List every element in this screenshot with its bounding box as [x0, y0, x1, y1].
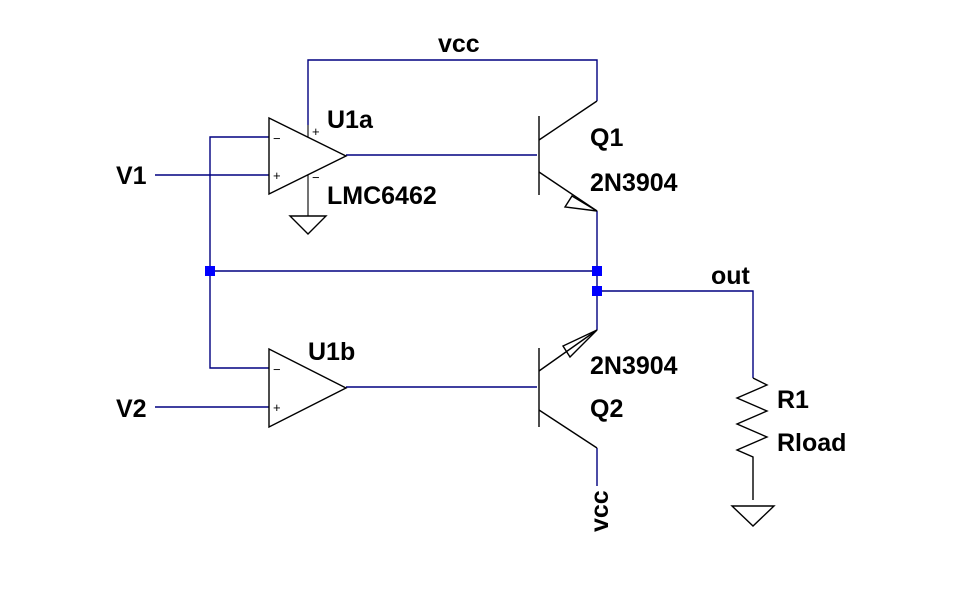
label-r1: R1 [777, 386, 809, 414]
wire-u1a-inverting [209, 136, 269, 369]
u1a-supply-plus-sign: + [312, 124, 320, 139]
label-vcc-top: vcc [438, 30, 480, 58]
q2-emitter-arrow-icon [561, 329, 598, 359]
label-q1: Q1 [590, 124, 623, 152]
junction-right [592, 266, 602, 276]
label-out: out [711, 262, 751, 290]
label-v2: V2 [116, 395, 147, 423]
wire-vcc-top [307, 59, 598, 125]
label-vcc-bottom: vcc [586, 490, 614, 532]
u1a-supply-minus-sign: − [312, 170, 320, 185]
opamp-u1b: − + [268, 347, 348, 429]
label-u1a: U1a [327, 106, 374, 134]
opamp-u1a: − + + − [268, 116, 348, 235]
wires [155, 59, 754, 486]
label-q1-part: 2N3904 [590, 169, 678, 197]
u1a-ground-icon [288, 215, 328, 235]
q2-emitter [538, 329, 598, 372]
label-u1b: U1b [308, 338, 355, 366]
label-rload: Rload [777, 429, 846, 457]
junction-left [205, 266, 215, 276]
u1b-minus-sign: − [273, 362, 281, 377]
transistor-q2 [538, 329, 598, 449]
resistor-r1 [730, 377, 776, 527]
transistor-q1 [538, 100, 598, 212]
label-opamp-part: LMC6462 [327, 182, 437, 210]
wire-out [597, 290, 754, 378]
u1a-plus-sign: + [273, 168, 281, 183]
r1-ground-icon [730, 505, 776, 527]
label-q2: Q2 [590, 395, 623, 423]
label-v1: V1 [116, 162, 147, 190]
q1-emitter-arrow-icon [563, 195, 598, 212]
junction-out [592, 286, 602, 296]
opamp-u1b-triangle [268, 347, 348, 429]
u1b-plus-sign: + [273, 400, 281, 415]
q1-collector [538, 100, 598, 141]
u1a-minus-sign: − [273, 131, 281, 146]
label-q2-part: 2N3904 [590, 352, 678, 380]
r1-zigzag [735, 377, 769, 500]
q2-collector [538, 409, 598, 449]
